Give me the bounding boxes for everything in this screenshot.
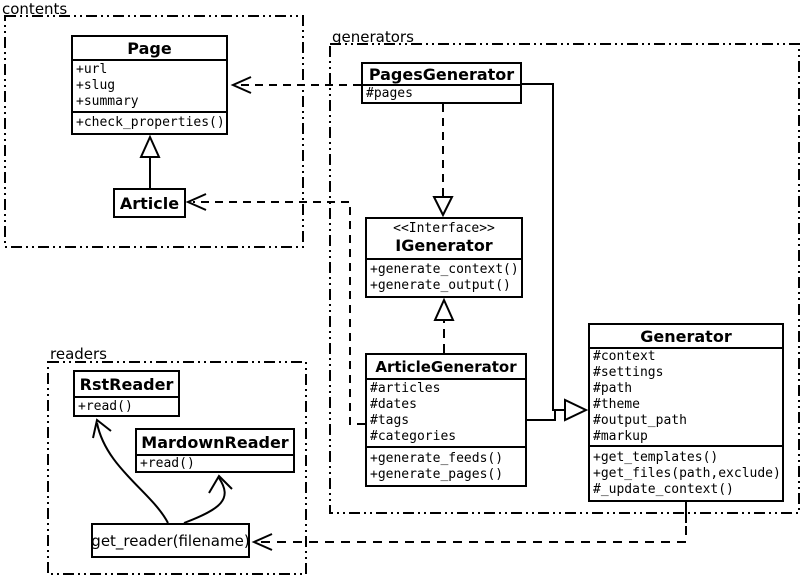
- inheritance-arrow-article-to-page: [139, 134, 161, 188]
- class-method: +read(): [140, 455, 195, 471]
- package-label-generators: generators: [332, 28, 414, 46]
- class-box-rstreader: RstReader +read(): [73, 370, 180, 417]
- arrow-getreader-to-rstreader: [92, 418, 169, 524]
- class-method: +read(): [78, 398, 133, 414]
- class-title-igenerator: <<Interface>> IGenerator: [367, 219, 521, 258]
- class-attributes-page: +url +slug +summary: [73, 59, 226, 111]
- dependency-arrow-pagesgenerator-to-page: [230, 76, 361, 94]
- dependency-arrow-generator-to-getreader: [251, 502, 687, 551]
- class-method: +generate_feeds(): [370, 450, 504, 466]
- inheritance-arrow-generators-to-generator: [522, 83, 589, 422]
- package-readers-border: [47, 361, 307, 575]
- class-methods-mardownreader: +read(): [137, 454, 293, 471]
- class-box-article: Article: [113, 188, 186, 218]
- node-get-reader: get_reader(filename): [91, 523, 250, 558]
- class-name: IGenerator: [395, 236, 493, 255]
- class-method: +check_properties(): [76, 115, 225, 130]
- class-attribute: #markup: [593, 429, 648, 444]
- class-attribute: #output_path: [593, 413, 687, 428]
- realization-arrow-pagesgenerator-to-igenerator: [432, 104, 454, 218]
- class-title-page: Page: [127, 38, 172, 58]
- package-label-contents: contents: [2, 0, 68, 18]
- class-methods-rstreader: +read(): [75, 396, 178, 415]
- class-attributes-generator: #context #settings #path #theme #output_…: [590, 347, 782, 445]
- class-box-pagesgenerator: PagesGenerator #pages: [361, 62, 522, 104]
- class-attribute: #tags: [370, 413, 410, 428]
- class-attribute: #dates: [370, 397, 417, 412]
- class-attributes-articlegenerator: #articles #dates #tags #categories: [367, 378, 525, 446]
- class-method: +generate_output(): [370, 278, 511, 293]
- class-attribute: +slug: [76, 78, 116, 93]
- class-title-pagesgenerator: PagesGenerator: [368, 64, 515, 84]
- class-attribute: #theme: [593, 397, 640, 412]
- class-attribute: +url: [76, 62, 108, 77]
- class-box-mardownreader: MardownReader +read(): [135, 428, 295, 473]
- class-attribute: #articles: [370, 381, 441, 396]
- class-title-mardownreader: MardownReader: [141, 432, 289, 452]
- class-title-generator: Generator: [640, 326, 732, 346]
- class-methods-igenerator: +generate_context() +generate_output(): [367, 258, 521, 296]
- package-generators-border: [329, 43, 800, 514]
- class-title-rstreader: RstReader: [79, 374, 174, 394]
- class-attribute: #categories: [370, 429, 457, 444]
- class-method: +get_templates(): [593, 449, 719, 465]
- class-box-generator: Generator #context #settings #path #them…: [588, 323, 784, 502]
- class-attribute: #path: [593, 381, 633, 396]
- class-methods-page: +check_properties(): [73, 111, 226, 133]
- class-method: +generate_context(): [370, 262, 519, 277]
- class-attribute: +summary: [76, 94, 139, 109]
- class-method: +get_files(path,exclude): [593, 465, 781, 481]
- class-title-articlegenerator: ArticleGenerator: [375, 357, 517, 376]
- class-box-igenerator: <<Interface>> IGenerator +generate_conte…: [365, 217, 523, 298]
- class-methods-generator: +get_templates() +get_files(path,exclude…: [590, 445, 782, 500]
- package-label-readers: readers: [50, 345, 107, 363]
- class-method: +generate_pages(): [370, 466, 504, 482]
- class-attribute: #settings: [593, 365, 664, 380]
- class-box-articlegenerator: ArticleGenerator #articles #dates #tags …: [365, 353, 527, 487]
- class-method: #_update_context(): [593, 481, 734, 497]
- realization-arrow-articlegenerator-to-igenerator: [433, 297, 455, 353]
- dependency-arrow-articlegenerator-to-article: [185, 193, 365, 425]
- arrow-getreader-to-mardownreader: [183, 474, 233, 524]
- class-attributes-pagesgenerator: #pages: [363, 84, 520, 102]
- package-contents-border: [4, 15, 304, 248]
- class-stereotype: <<Interface>>: [393, 221, 495, 236]
- class-box-page: Page +url +slug +summary +check_properti…: [71, 35, 228, 135]
- class-attribute: #context: [593, 349, 656, 364]
- class-attribute: #pages: [366, 86, 413, 101]
- class-methods-articlegenerator: +generate_feeds() +generate_pages(): [367, 446, 525, 485]
- class-title-article: Article: [119, 193, 180, 213]
